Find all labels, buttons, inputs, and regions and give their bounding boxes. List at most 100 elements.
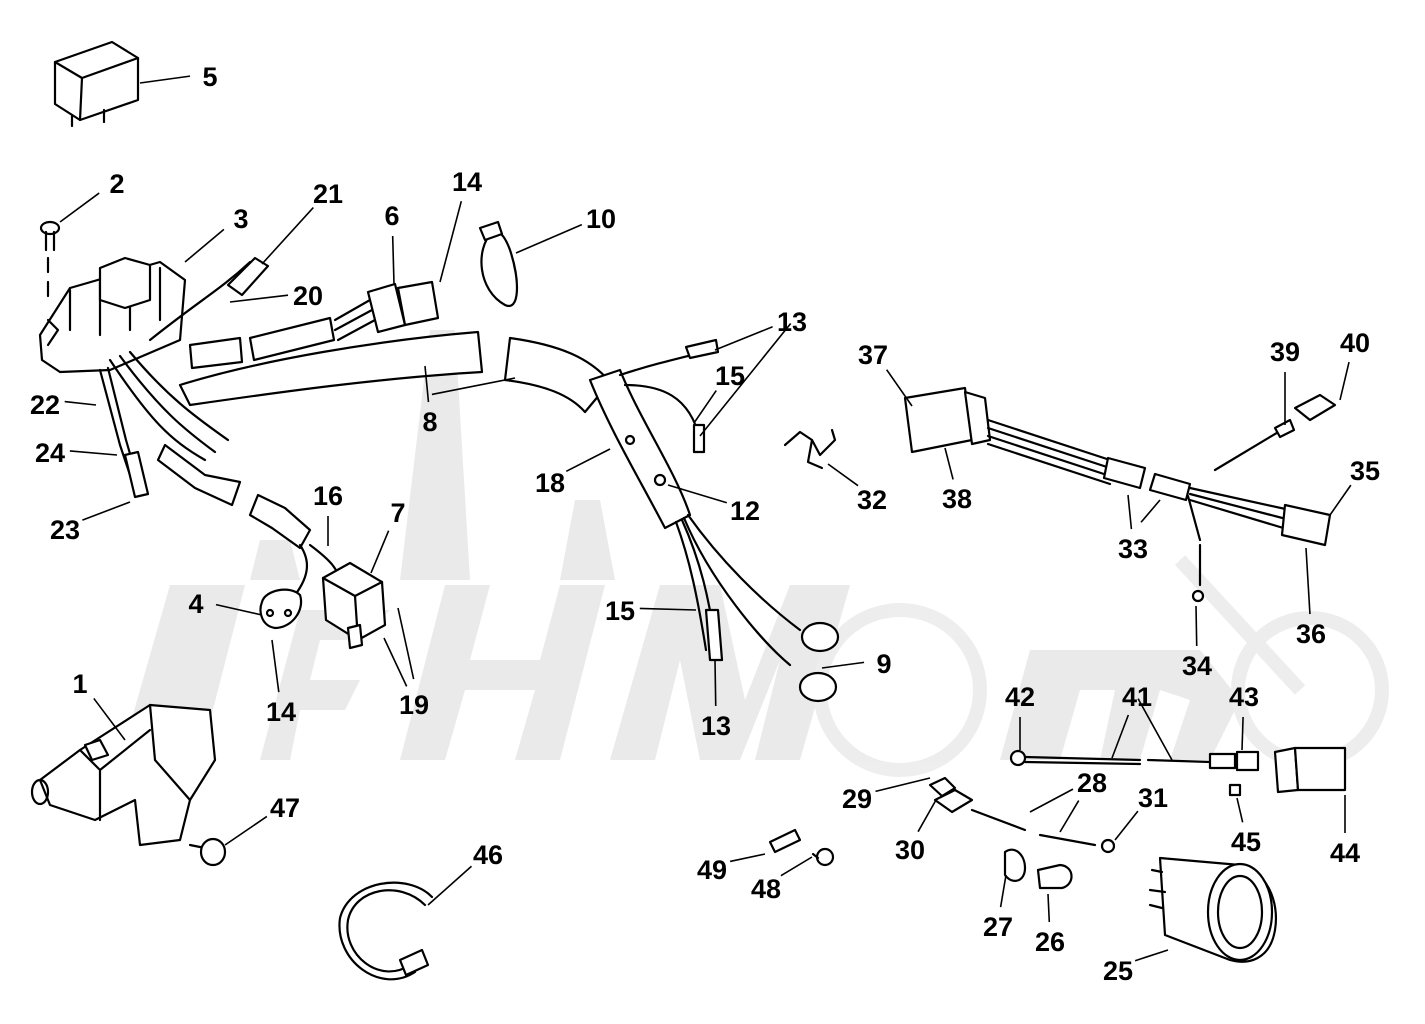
callout-label-c3: 3: [233, 204, 248, 234]
leader-line-c4: [215, 603, 263, 616]
relay: [53, 40, 140, 128]
leader-line-c10: [515, 223, 583, 254]
leader-line-c30: [917, 799, 937, 833]
callout-label-c43: 43: [1229, 682, 1259, 712]
callout-label-c8a: 8: [422, 407, 437, 437]
callout-label-c23: 23: [50, 515, 80, 545]
screw: [39, 220, 61, 298]
hose-clamp: [478, 220, 519, 308]
leader-line-c35: [1329, 484, 1352, 516]
callout-label-c13c: 13: [701, 711, 731, 741]
bulb-lead: [928, 776, 1116, 854]
leader-line-c40: [1339, 361, 1350, 401]
leader-line-c28a: [1029, 788, 1074, 813]
leader-line-c43: [1241, 716, 1244, 751]
callout-label-c10: 10: [586, 204, 616, 234]
callout-label-c42: 42: [1005, 682, 1035, 712]
callout-label-c18: 18: [535, 468, 565, 498]
leader-line-c19b: [397, 607, 415, 680]
callout-label-c22: 22: [30, 390, 60, 420]
callout-label-c1: 1: [72, 669, 87, 699]
leader-line-c41a: [1111, 714, 1130, 759]
callout-label-c44: 44: [1330, 838, 1360, 868]
leader-line-c20: [229, 294, 289, 303]
callout-label-c12: 12: [730, 496, 760, 526]
callout-label-c37: 37: [858, 340, 888, 370]
leader-line-c28b: [1059, 800, 1080, 833]
leader-line-c2: [59, 192, 100, 223]
leader-line-c31: [1114, 810, 1139, 841]
callout-label-c38: 38: [942, 484, 972, 514]
callout-label-c34: 34: [1182, 651, 1212, 681]
callout-leaders: [59, 75, 1352, 962]
leader-line-c29: [875, 777, 931, 793]
leader-line-c22: [64, 400, 97, 406]
leader-line-c49: [729, 853, 766, 863]
leader-line-c36: [1305, 547, 1311, 615]
leader-line-c8b: [431, 377, 516, 396]
callout-label-c30: 30: [895, 835, 925, 865]
callout-label-c45: 45: [1231, 827, 1261, 857]
branch-harness: [588, 338, 720, 530]
leader-line-c33b: [1140, 499, 1161, 523]
callout-label-c47: 47: [270, 793, 300, 823]
leader-line-c13a: [714, 326, 773, 351]
leader-line-c3: [184, 228, 225, 263]
leader-line-c12: [667, 484, 728, 504]
cable-strap: [338, 881, 434, 981]
leader-line-c47: [224, 815, 268, 846]
leader-line-c41b: [1137, 698, 1173, 761]
leader-line-c9: [821, 661, 865, 669]
callout-label-c46: 46: [473, 840, 503, 870]
small-fasteners: [768, 828, 835, 867]
callout-label-c40: 40: [1340, 328, 1370, 358]
leader-line-c32: [827, 463, 859, 487]
leader-line-c37: [885, 369, 913, 407]
callout-label-c31: 31: [1138, 783, 1168, 813]
leader-line-c34: [1195, 605, 1198, 647]
leader-line-c1: [93, 697, 126, 741]
leader-line-c33a: [1127, 494, 1133, 530]
leader-line-c46: [427, 865, 473, 906]
callout-label-c7: 7: [390, 498, 405, 528]
callout-label-c15b: 15: [605, 596, 635, 626]
callout-label-c39: 39: [1270, 337, 1300, 367]
callout-label-c36: 36: [1296, 619, 1326, 649]
leader-line-c15a: [693, 390, 717, 424]
leader-line-c38: [944, 447, 954, 480]
callout-label-c21: 21: [313, 179, 343, 209]
callout-label-c4: 4: [188, 589, 203, 619]
connector-six: [333, 280, 440, 342]
leader-line-c23: [82, 501, 131, 521]
gauge-assembly: [1003, 848, 1278, 963]
mounting-bracket: [30, 703, 217, 847]
callout-label-c6: 6: [384, 201, 399, 231]
callout-label-c9: 9: [876, 649, 891, 679]
ring-terminals: [674, 513, 840, 703]
leader-line-c48: [780, 856, 813, 877]
leader-line-c14a: [439, 200, 463, 283]
leader-line-c6: [391, 235, 395, 285]
switch-housing: [38, 256, 187, 374]
watermark-graphic: [120, 330, 1389, 777]
extension-lead: [1009, 746, 1347, 797]
callout-label-c35: 35: [1350, 456, 1380, 486]
wire-clip: [783, 428, 837, 470]
leader-line-c18: [565, 448, 611, 473]
callout-label-c48: 48: [751, 874, 781, 904]
leader-line-c26: [1047, 893, 1051, 923]
callout-label-c19a: 19: [399, 690, 429, 720]
callout-label-c25: 25: [1103, 956, 1133, 986]
leader-line-c14b: [271, 639, 280, 693]
callout-label-c15a: 15: [715, 361, 745, 391]
leader-line-c45: [1236, 797, 1244, 823]
callout-label-c2: 2: [109, 169, 124, 199]
callout-label-c16: 16: [313, 481, 343, 511]
callout-label-c49: 49: [697, 855, 727, 885]
wire-bundle-left: [98, 256, 270, 499]
lower-connectors: [259, 543, 387, 650]
callout-label-c14b: 14: [266, 697, 296, 727]
leader-line-c21: [261, 207, 314, 265]
